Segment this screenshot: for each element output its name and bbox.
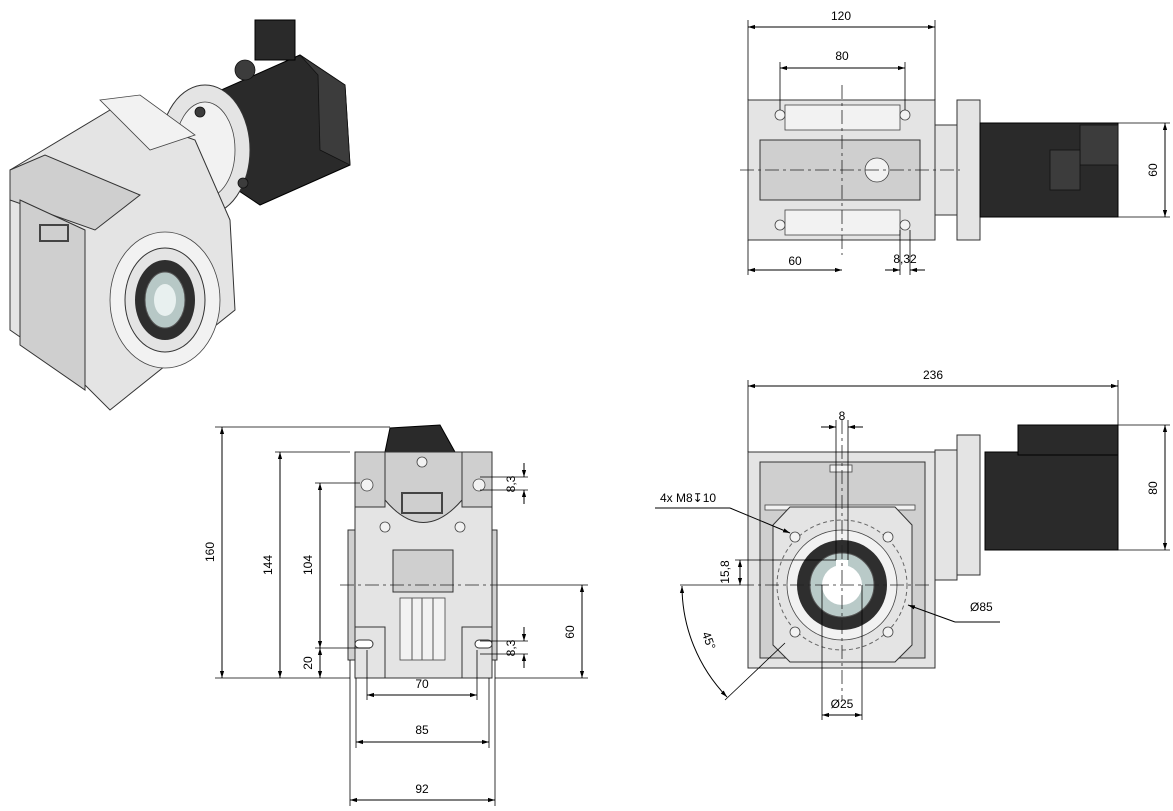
dim-top-60-right: 60 — [1146, 163, 1160, 177]
dim-side-92: 92 — [415, 782, 429, 796]
dim-side-104: 104 — [301, 555, 315, 575]
dim-top-80: 80 — [835, 49, 849, 63]
dim-front-45deg: 45° — [699, 630, 718, 652]
dim-side-160: 160 — [203, 542, 217, 562]
dim-top-60-bottom: 60 — [788, 254, 802, 268]
dim-top-8-32: 8,32 — [893, 252, 917, 266]
iso-gearbox — [9, 94, 236, 411]
dim-side-8-3-top: 8,3 — [504, 475, 518, 492]
dim-front-15-8: 15,8 — [718, 560, 732, 584]
dim-side-144: 144 — [261, 555, 275, 575]
iso-logo — [39, 224, 69, 242]
dim-side-8-3-bottom: 8,3 — [504, 639, 518, 656]
isometric-view — [9, 19, 351, 411]
iso-connector — [254, 19, 296, 61]
logo-g — [401, 492, 443, 514]
thread-callout: 4x M8↧10 — [660, 491, 716, 505]
mount-holes — [789, 531, 894, 638]
dim-front-d25: Ø25 — [831, 697, 854, 711]
dim-side-85: 85 — [415, 723, 429, 737]
front-view: 236 8 80 4x M8↧10 15,8 Ø85 45° Ø25 — [655, 368, 1170, 720]
dim-top-120: 120 — [831, 9, 851, 23]
dim-side-60: 60 — [563, 625, 577, 639]
dim-front-8: 8 — [839, 409, 846, 423]
dim-side-20: 20 — [301, 656, 315, 670]
dim-front-80: 80 — [1146, 481, 1160, 495]
dim-front-236: 236 — [923, 368, 943, 382]
side-view: 160 144 104 20 8,3 8,3 60 70 85 — [203, 424, 588, 806]
dim-front-d85: Ø85 — [970, 600, 993, 614]
top-view: 120 80 60 60 8,32 — [740, 9, 1170, 275]
dim-side-70: 70 — [415, 677, 429, 691]
